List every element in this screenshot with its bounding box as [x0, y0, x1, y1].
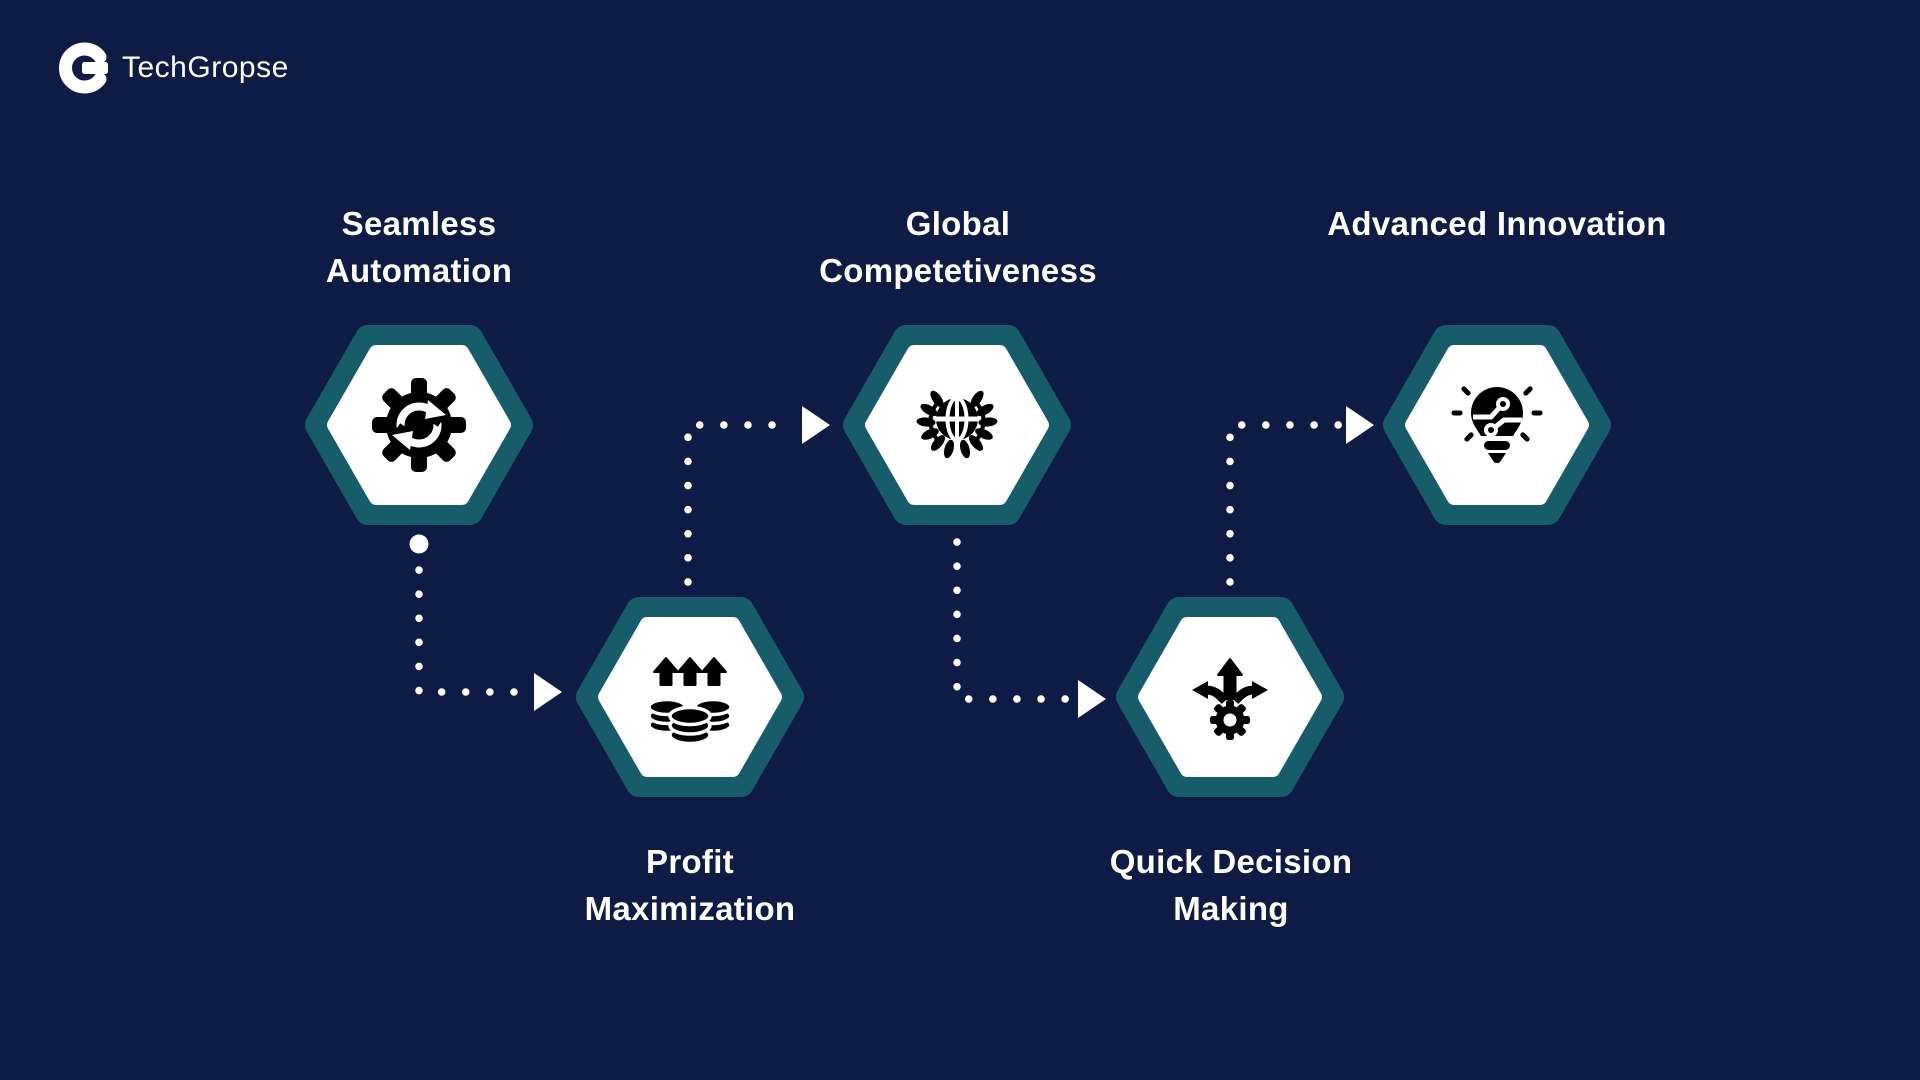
step-label-advanced-innovation: Advanced Innovation	[1217, 200, 1777, 247]
label-line: Seamless	[341, 205, 497, 242]
step-label-seamless-automation: Seamless Automation	[139, 200, 699, 294]
hex-profit-maximization	[575, 597, 805, 797]
brand-name: TechGropse	[122, 51, 289, 84]
connector-2	[684, 406, 830, 586]
globe-laurel-icon	[916, 390, 998, 459]
hex-global-competetiveness	[842, 325, 1072, 525]
label-line: Competetiveness	[819, 252, 1097, 289]
flow-start-dot	[409, 534, 429, 554]
innovation-bulb-circuit-icon	[1451, 386, 1543, 464]
hex-seamless-automation	[304, 325, 534, 525]
arrow-right-icon	[534, 673, 562, 711]
hex-advanced-innovation	[1382, 325, 1612, 525]
step-label-global-competetiveness: Global Competetiveness	[678, 200, 1238, 294]
arrow-right-icon	[802, 406, 830, 444]
label-line: Making	[1173, 890, 1289, 927]
arrow-right-icon	[1346, 406, 1374, 444]
automation-gear-sync-icon	[372, 378, 466, 472]
label-line: Global	[905, 205, 1011, 242]
label-line: Profit	[646, 843, 734, 880]
techgropse-g-icon	[59, 42, 108, 94]
hex-quick-decision-making	[1115, 597, 1345, 797]
label-line: Advanced Innovation	[1327, 205, 1667, 242]
brand-logo: TechGropse	[58, 42, 289, 94]
label-line: Maximization	[584, 890, 796, 927]
arrow-right-icon	[1078, 680, 1106, 718]
decision-arrows-gear-icon	[1192, 658, 1268, 740]
step-label-quick-decision-making: Quick Decision Making	[951, 838, 1511, 932]
label-line: Quick Decision	[1109, 843, 1353, 880]
connector-3	[953, 538, 1106, 718]
profit-coins-growth-icon	[647, 657, 733, 746]
label-line: Automation	[325, 252, 513, 289]
step-label-profit-maximization: Profit Maximization	[410, 838, 970, 932]
connector-1	[409, 534, 562, 711]
connector-4	[1226, 406, 1374, 586]
